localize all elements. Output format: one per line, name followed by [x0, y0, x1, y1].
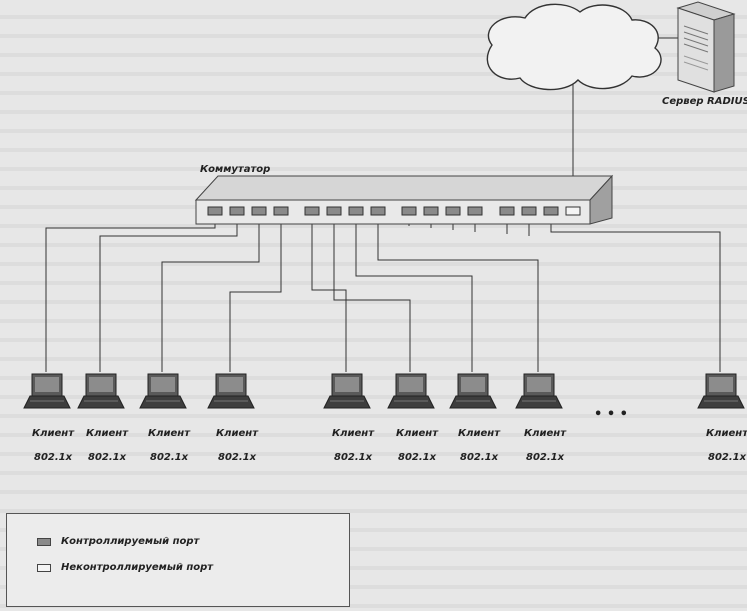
- client-name: Клиент: [396, 428, 439, 439]
- controlled-port: [467, 206, 483, 216]
- uncontrolled-port-swatch: [37, 563, 51, 572]
- controlled-port: [304, 206, 320, 216]
- cable: [550, 215, 721, 372]
- controlled-port: [251, 206, 267, 216]
- legend-controlled-label: Контроллируемый порт: [61, 536, 200, 547]
- client-laptop: Клиент 802.1x: [77, 373, 129, 463]
- client-name: Клиент: [32, 428, 75, 439]
- client-laptop: Клиент 802.1x: [449, 373, 501, 463]
- cable: [161, 215, 260, 372]
- uncontrolled-port: [565, 206, 581, 216]
- network-cloud: [486, 3, 662, 91]
- client-name: Клиент: [148, 428, 191, 439]
- client-laptop: Клиент 802.1x: [697, 373, 747, 463]
- legend-uncontrolled-row: Неконтроллируемый порт: [37, 562, 213, 573]
- client-laptop: Клиент 802.1x: [387, 373, 439, 463]
- client-name: Клиент: [86, 428, 129, 439]
- client-laptop: Клиент 802.1x: [139, 373, 191, 463]
- client-protocol: 802.1x: [334, 452, 373, 463]
- client-name: Клиент: [332, 428, 375, 439]
- switch-ports: [207, 206, 581, 216]
- client-protocol: 802.1x: [708, 452, 747, 463]
- controlled-port-swatch: [37, 537, 51, 546]
- controlled-port: [273, 206, 289, 216]
- client-name: Клиент: [458, 428, 501, 439]
- client-laptops: Клиент802.1xКлиент802.1xКлиент802.1xКлие…: [23, 373, 747, 463]
- cable: [377, 215, 539, 372]
- server-label: Сервер RADIUS: [662, 96, 747, 107]
- switch: [194, 174, 614, 225]
- legend-uncontrolled-label: Неконтроллируемый порт: [61, 562, 214, 573]
- switch-label: Коммутатор: [200, 164, 270, 175]
- client-protocol: 802.1x: [218, 452, 257, 463]
- legend-controlled-row: Контроллируемый порт: [37, 536, 199, 547]
- controlled-port: [348, 206, 364, 216]
- controlled-port: [401, 206, 417, 216]
- client-protocol: 802.1x: [88, 452, 127, 463]
- client-protocol: 802.1x: [460, 452, 499, 463]
- controlled-port: [423, 206, 439, 216]
- client-protocol: 802.1x: [150, 452, 189, 463]
- controlled-port: [543, 206, 559, 216]
- legend: Контроллируемый порт Неконтроллируемый п…: [6, 513, 350, 607]
- client-laptop: Клиент 802.1x: [515, 373, 567, 463]
- controlled-port: [499, 206, 515, 216]
- client-protocol: 802.1x: [526, 452, 565, 463]
- radius-server: [676, 1, 736, 93]
- client-name: Клиент: [216, 428, 259, 439]
- client-laptop: Клиент 802.1x: [323, 373, 375, 463]
- cable: [45, 215, 216, 372]
- controlled-port: [521, 206, 537, 216]
- controlled-port: [229, 206, 245, 216]
- controlled-port: [370, 206, 386, 216]
- cable: [355, 215, 473, 372]
- cable-lines: [45, 37, 721, 372]
- client-laptop: Клиент 802.1x: [207, 373, 259, 463]
- cable: [333, 215, 411, 372]
- cable: [229, 215, 282, 372]
- client-name: Клиент: [524, 428, 567, 439]
- client-laptop: Клиент 802.1x: [23, 373, 75, 463]
- client-protocol: 802.1x: [34, 452, 73, 463]
- controlled-port: [445, 206, 461, 216]
- cable: [99, 215, 238, 372]
- controlled-port: [207, 206, 223, 216]
- client-protocol: 802.1x: [398, 452, 437, 463]
- cable: [311, 215, 347, 372]
- ellipsis: • • •: [594, 407, 628, 422]
- controlled-port: [326, 206, 342, 216]
- client-name: Клиент: [706, 428, 747, 439]
